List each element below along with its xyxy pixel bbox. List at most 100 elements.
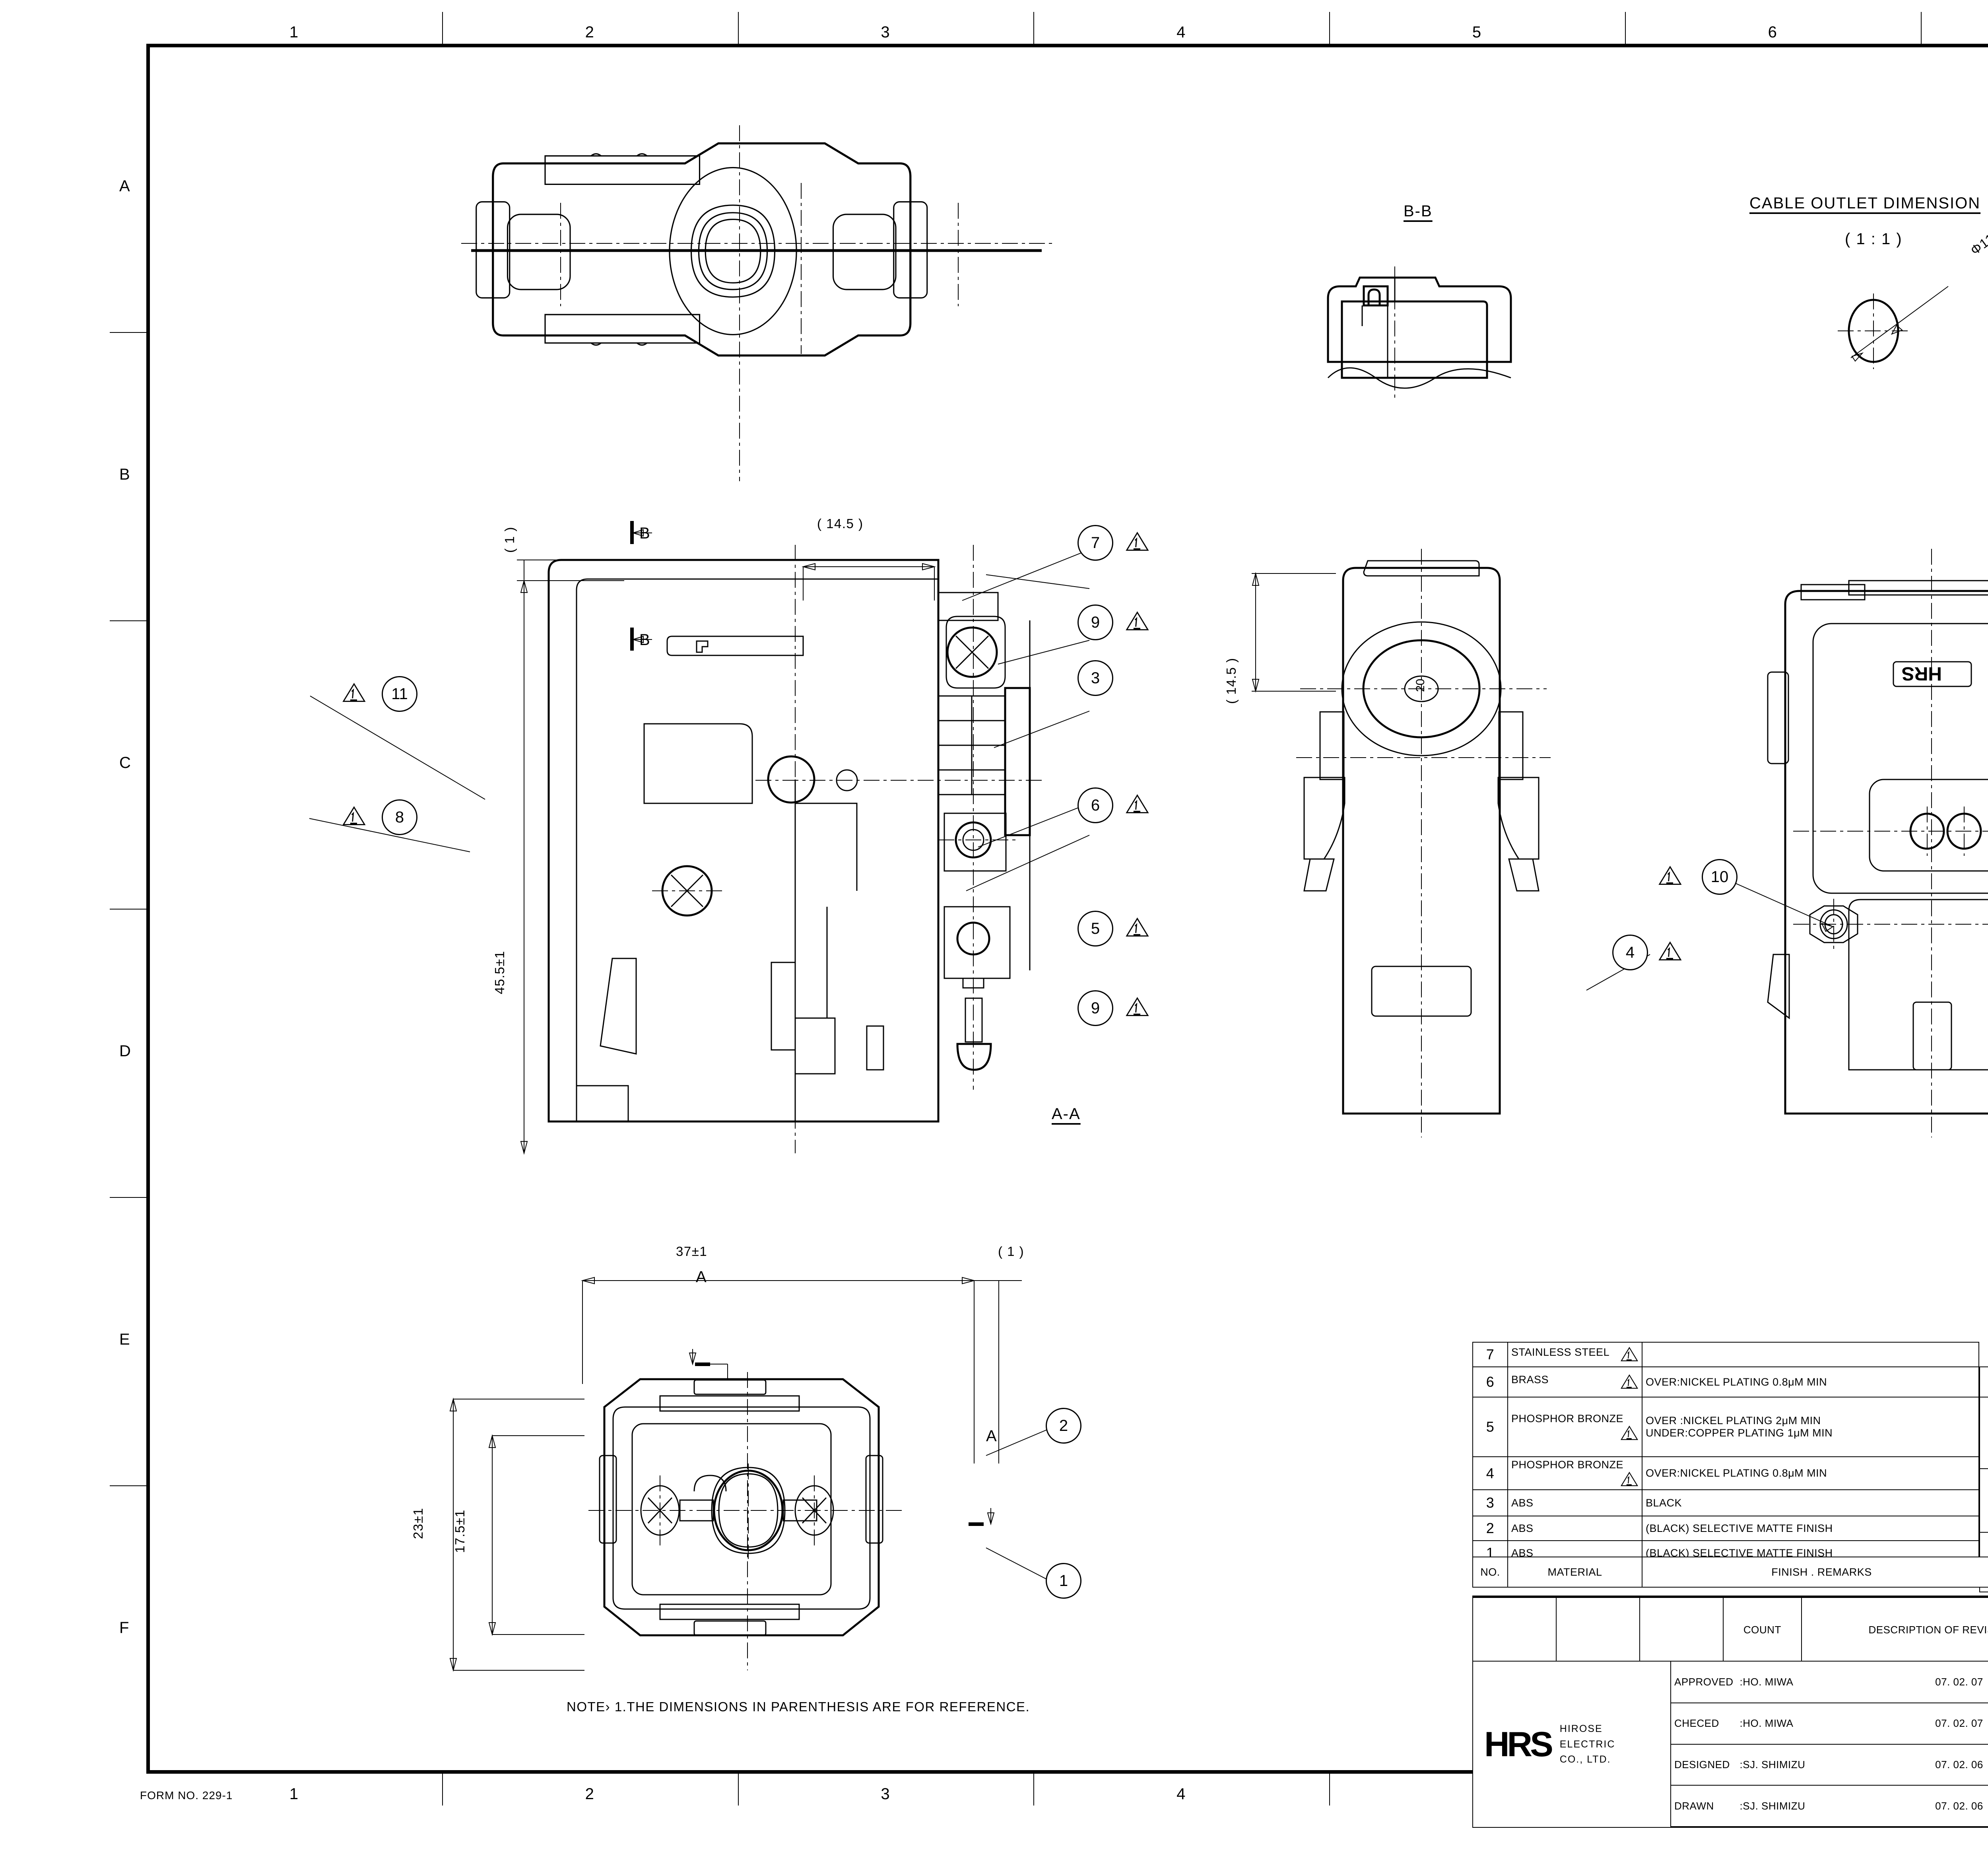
cable-outlet-scale: ( 1 : 1 ) [1845,230,1903,248]
signoff-role: APPROVED [1671,1662,1737,1703]
zone-tick [1033,12,1035,44]
part-no: 3 [1472,1489,1508,1516]
zone-number-6: 6 [1768,23,1778,41]
part-finish: OVER:NICKEL PLATING 0.8μM MIN [1642,1366,1979,1397]
zone-letter-e: E [119,1330,131,1348]
zone-tick [1033,1774,1035,1806]
signoff-role: DRAWN [1671,1785,1737,1827]
balloon-3[interactable]: 3 [1077,660,1113,696]
balloon-9[interactable]: 9 [1077,990,1113,1026]
front-view: 20 [1296,549,1551,1137]
balloon-1[interactable]: 1 [1046,1563,1081,1599]
signoff-role: CHECED [1671,1703,1737,1745]
zone-letter-b: B [119,465,131,483]
zone-number-4: 4 [1176,23,1186,41]
balloon-8[interactable]: 8 [382,799,417,835]
balloon-2[interactable]: 2 [1046,1408,1081,1444]
part-material: ABS [1507,1489,1642,1516]
bottom-cut-mark-a-right: A [986,1427,998,1445]
part-material: PHOSPHOR BRONZE [1507,1397,1642,1457]
signoff-date: 07. 02. 07 [1921,1662,1988,1703]
zone-tick [110,1485,146,1486]
count-label: COUNT [1722,1596,1802,1663]
zone-tick [110,332,146,333]
balloon-4[interactable]: 4 [1612,935,1648,970]
bottom-plan-view [588,1372,903,1670]
zone-tick [1329,1774,1330,1806]
zone-number-3: 3 [881,1785,891,1803]
zone-tick [1625,12,1626,44]
balloon-5[interactable]: 5 [1077,911,1113,947]
section-bb-label: B-B [1404,202,1433,220]
zone-letter-f: F [119,1619,130,1636]
drawing-note: NOTE› 1.THE DIMENSIONS IN PARENTHESIS AR… [567,1699,1030,1714]
balloon-11[interactable]: 11 [382,676,417,712]
aa-leader-lines [962,549,1090,891]
front-dimension-lines [1252,572,1336,693]
cable-outlet-title: CABLE OUTLET DIMENSION [1749,194,1981,212]
rear-leader-lines [1586,878,1834,991]
zone-tick [442,12,443,44]
part-no: 11 [1979,1366,1988,1397]
cable-outlet-view [1838,286,1949,369]
balloon-10[interactable]: 10 [1702,859,1738,895]
form-number: FORM NO. 229-1 [140,1789,233,1802]
signoff-name: :HO. MIWA [1736,1703,1921,1745]
balloon-7[interactable]: 7 [1077,525,1113,561]
hrs-logo: HRS [1484,1724,1553,1764]
part-material: BRASS [1507,1366,1642,1397]
signoff-date: 07. 02. 06 [1921,1744,1988,1786]
bottom-dim-width: 37±1 [676,1244,708,1259]
aa-dim-ref-14-5: ( 14.5 ) [817,516,864,531]
zone-number-1: 1 [289,1785,299,1803]
part-material: STAINLESS STEEL [1507,1342,1642,1367]
signoff-date: 07. 02. 06 [1921,1785,1988,1827]
header-no: NO. [1472,1557,1508,1588]
bottom-cut-mark-a-top: A [696,1268,707,1286]
balloon-6[interactable]: 6 [1077,787,1113,823]
zone-number-3: 3 [881,23,891,41]
zone-tick [442,1774,443,1806]
revisions-label: DESCRIPTION OF REVISIONS [1801,1596,1988,1663]
part-finish: BLACK [1642,1489,1979,1516]
parts-row: 9STEELOVER :NICKEL PLATING 2μM MINUNDER:… [1979,1468,1988,1533]
balloon-9[interactable]: 9 [1077,604,1113,640]
zone-letter-d: D [119,1042,132,1060]
zone-tick [1920,12,1922,44]
zone-number-1: 1 [289,23,299,41]
zone-number-4: 4 [1176,1785,1186,1803]
zone-number-5: 5 [1472,23,1482,41]
part-finish [1642,1342,1979,1367]
zone-tick [110,620,146,621]
section-bb-view [1327,266,1512,402]
svg-text:20: 20 [1414,679,1427,692]
part-material: PHOSPHOR BRONZE [1507,1456,1642,1490]
bottom-dim-ref-1: ( 1 ) [998,1244,1025,1259]
part-no: 9 [1979,1468,1988,1533]
part-no: 7 [1472,1342,1508,1367]
part-no: 10 [1979,1397,1988,1469]
signoff-name: :SJ. SHIMIZU [1736,1744,1921,1786]
section-aa-view [547,545,1046,1153]
part-finish: (BLACK) SELECTIVE MATTE FINISH [1642,1516,1979,1541]
part-no: 2 [1472,1516,1508,1541]
signoff-name: :SJ. SHIMIZU [1736,1785,1921,1827]
zone-letter-c: C [119,754,132,772]
aa-left-leader-lines [309,696,485,852]
top-plan-view [461,125,1054,481]
header-finish: FINISH . REMARKS [1642,1557,1988,1588]
zone-tick [738,12,739,44]
